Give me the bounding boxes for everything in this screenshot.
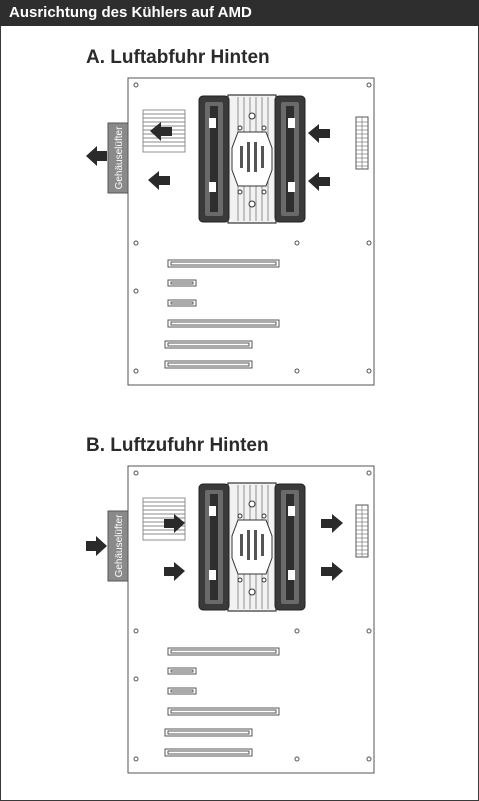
expansion-slots [164,647,280,757]
mounting-holes [133,470,372,762]
case-fan-panel [107,510,129,582]
airflow-arrows [86,514,343,581]
cooler-fan-right [274,483,306,611]
header-bar: Ausrichtung des Kühlers auf AMD [0,0,479,26]
mounting-holes [133,82,372,374]
case-fan-label: Gehäuselüfter [114,514,125,577]
cooler-fan-left [198,95,230,223]
arrow-right-icon [164,562,185,581]
atx-power-connector [355,504,369,558]
arrow-right-icon [86,536,107,556]
page-title: Ausrichtung des Kühlers auf AMD [9,4,252,21]
airflow-arrows [86,122,330,191]
expansion-slots [164,259,280,369]
arrow-left-icon [308,172,330,191]
cpu-cooler [198,482,306,612]
arrow-left-icon [86,146,107,166]
section-a-title: A. Luftabfuhr Hinten [86,47,270,68]
case-fan-label: Gehäuselüfter [114,126,125,189]
section-b-title: B. Luftzufuhr Hinten [86,435,269,456]
cooler-fan-left [198,483,230,611]
section-a-diagram: Gehäuselüfter [86,77,375,386]
cooler-fan-right [274,95,306,223]
arrow-right-icon [321,562,343,581]
atx-power-connector [355,116,369,170]
case-fan-panel [107,122,129,194]
cpu-cooler [198,94,306,224]
section-b-diagram: Gehäuselüfter [86,465,375,774]
arrow-left-icon [150,122,172,141]
arrow-right-icon [321,514,343,533]
arrow-right-icon [164,514,185,533]
arrow-left-icon [148,171,170,190]
arrow-left-icon [308,124,330,143]
